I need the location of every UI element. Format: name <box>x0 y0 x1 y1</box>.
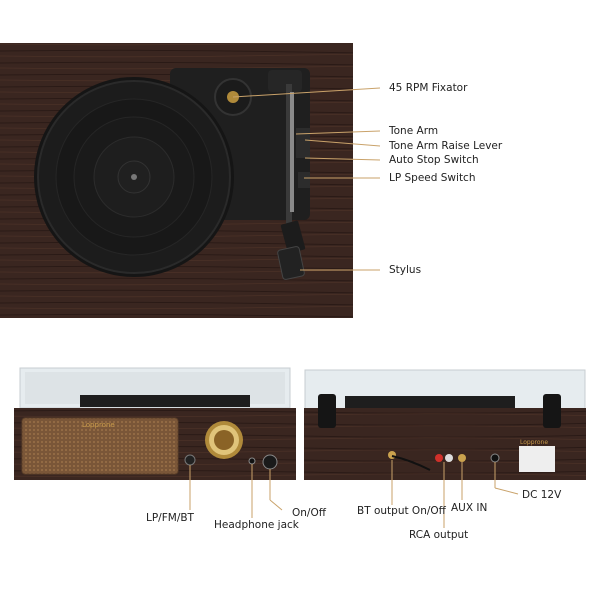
label-tone-arm: Tone Arm <box>389 125 439 137</box>
label-bt-output: BT output On/Off <box>357 505 446 517</box>
top-leader-lines <box>232 87 381 271</box>
label-lp-fm-bt: LP/FM/BT <box>146 512 194 524</box>
front-brand-logo: Lopprone <box>82 421 115 429</box>
label-lp-speed: LP Speed Switch <box>389 172 476 184</box>
label-stylus: Stylus <box>389 264 422 276</box>
label-headphone-jack: Headphone jack <box>214 519 299 531</box>
back-brand-logo: Lopprone <box>520 439 548 446</box>
label-aux-in: AUX IN <box>451 502 488 514</box>
label-dc: DC 12V <box>522 489 562 501</box>
label-auto-stop: Auto Stop Switch <box>389 154 479 166</box>
platter <box>34 77 234 277</box>
back-view-illustration: Lopprone <box>304 369 586 528</box>
label-raise-lever: Tone Arm Raise Lever <box>389 140 503 152</box>
tone-arm <box>268 70 310 280</box>
label-rpm-fixator: 45 RPM Fixator <box>389 82 468 94</box>
front-view-illustration: Lopprone <box>14 367 296 518</box>
label-on-off: On/Off <box>292 507 326 519</box>
label-rca-output: RCA output <box>409 529 469 541</box>
